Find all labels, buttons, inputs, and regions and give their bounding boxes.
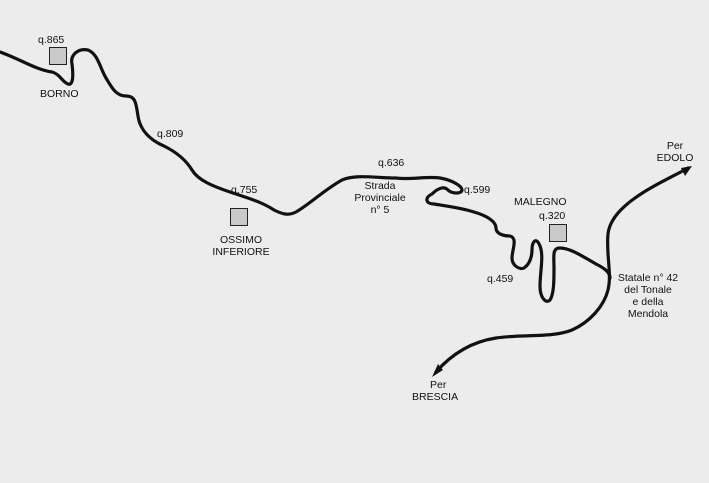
elevation-q459: q.459 bbox=[487, 273, 514, 285]
direction-edolo: Per EDOLO bbox=[650, 140, 700, 164]
malegno-marker bbox=[549, 224, 567, 242]
direction-brescia: Per BRESCIA bbox=[412, 379, 458, 403]
statale-road-label: Statale n° 42 del Tonale e della Mendola bbox=[610, 272, 686, 320]
ossimo-marker bbox=[230, 208, 248, 226]
ossimo-label-line2: INFERIORE bbox=[212, 246, 270, 258]
direction-brescia-line2: BRESCIA bbox=[412, 391, 459, 403]
malegno-elevation: q.320 bbox=[539, 210, 566, 222]
provincial-road-label: Strada Provinciale n° 5 bbox=[348, 180, 412, 216]
statale-road-line1: Statale n° 42 bbox=[617, 272, 679, 284]
provincial-road-line2: Provinciale bbox=[354, 192, 406, 204]
elevation-q636: q.636 bbox=[378, 157, 405, 169]
ossimo-label: OSSIMO INFERIORE bbox=[210, 234, 272, 258]
provincial-road-5 bbox=[0, 48, 612, 303]
statale-42-road bbox=[434, 166, 690, 374]
ossimo-label-line1: OSSIMO bbox=[219, 234, 262, 246]
provincial-road-line1: Strada bbox=[364, 180, 396, 192]
provincial-road-line3: n° 5 bbox=[370, 204, 390, 216]
statale-road-line4: Mendola bbox=[627, 308, 669, 320]
arrow-edolo-icon bbox=[681, 166, 692, 176]
statale-road-line3: e della bbox=[632, 296, 664, 308]
ossimo-elevation: q.755 bbox=[231, 184, 258, 196]
borno-marker bbox=[49, 47, 67, 65]
direction-edolo-line2: EDOLO bbox=[656, 152, 694, 164]
elevation-q809: q.809 bbox=[157, 128, 184, 140]
elevation-q599: q.599 bbox=[464, 184, 491, 196]
direction-edolo-line1: Per bbox=[666, 140, 684, 152]
borno-label: BORNO bbox=[40, 88, 79, 100]
direction-brescia-line1: Per bbox=[430, 379, 447, 391]
malegno-label: MALEGNO bbox=[514, 196, 567, 208]
statale-road-line2: del Tonale bbox=[624, 284, 672, 296]
arrow-brescia-icon bbox=[432, 364, 443, 377]
borno-elevation: q.865 bbox=[38, 34, 65, 46]
